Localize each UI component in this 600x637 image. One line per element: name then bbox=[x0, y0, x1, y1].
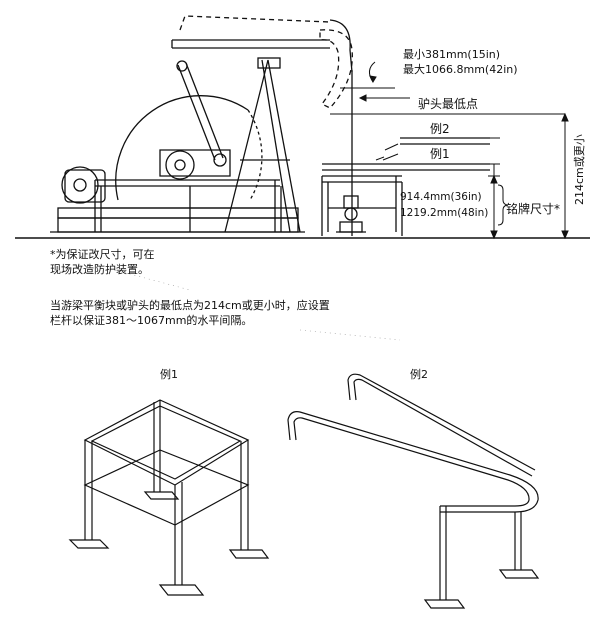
dimension-lines bbox=[330, 61, 569, 240]
label-height-48: 1219.2mm(48in) bbox=[400, 207, 488, 219]
caption-example1: 例1 bbox=[160, 367, 178, 381]
example2-rail-guard bbox=[287, 373, 540, 609]
label-height-36: 914.4mm(36in) bbox=[400, 191, 482, 203]
label-horsehead-low-point: 驴头最低点 bbox=[418, 96, 478, 111]
label-example2-rail: 例2 bbox=[430, 122, 450, 136]
label-max-gap: 最大1066.8mm(42in) bbox=[403, 62, 518, 76]
example1-box-guard bbox=[68, 399, 270, 596]
scan-noise bbox=[114, 269, 401, 341]
wellhead-guard-rail bbox=[321, 137, 490, 236]
label-example1-rail: 例1 bbox=[430, 147, 450, 161]
label-nameplate-size: 铭牌尺寸* bbox=[506, 201, 560, 216]
crank-guard-rail bbox=[94, 179, 282, 232]
caption-example2: 例2 bbox=[410, 367, 428, 381]
footnote-line1: *为保证改尺寸，可在 bbox=[50, 248, 155, 261]
rule-line2: 栏杆以保证381～1067mm的水平间隔。 bbox=[50, 314, 253, 327]
label-min-gap: 最小381mm(15in) bbox=[403, 48, 500, 61]
label-vertical-214: 214cm或更小 bbox=[573, 134, 586, 205]
rule-line1: 当游梁平衡块或驴头的最低点为214cm或更小时，应设置 bbox=[50, 299, 330, 312]
footnote-line2: 现场改造防护装置。 bbox=[50, 263, 149, 276]
